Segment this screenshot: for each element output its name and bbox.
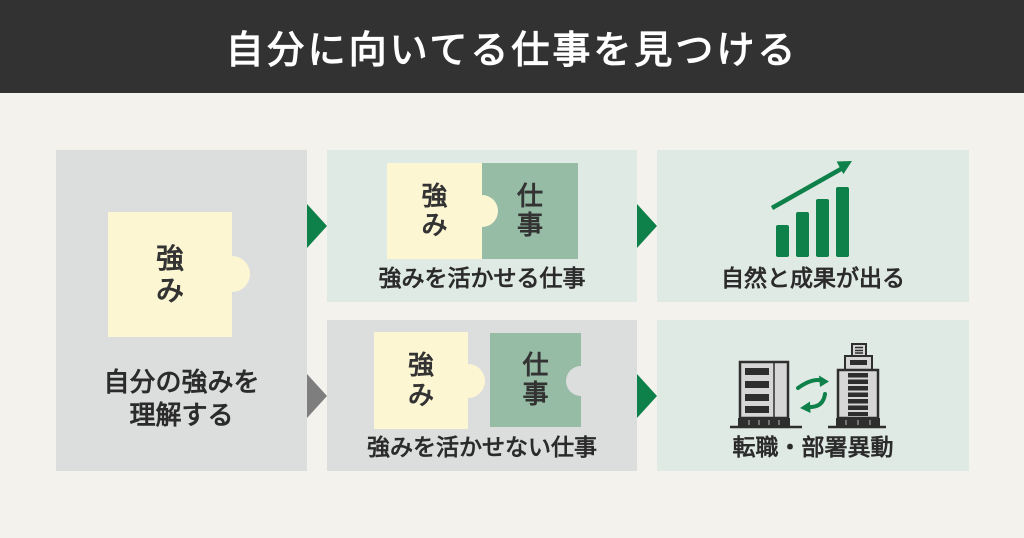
natural-results-box: 自然と成果が出る xyxy=(657,150,969,302)
job-transfer-caption: 転職・部署異動 xyxy=(732,434,894,460)
flow-arrow-green-to-transfer xyxy=(637,374,657,418)
mismatched-job-caption: 強みを活かせない仕事 xyxy=(367,434,597,460)
strength-piece-label: 強 み xyxy=(155,243,184,306)
natural-results-caption: 自然と成果が出る xyxy=(721,265,905,291)
matching-job-caption: 強みを活かせる仕事 xyxy=(378,265,586,291)
flow-arrow-green-to-matching-job xyxy=(307,204,327,248)
page-title: 自分に向いてる仕事を見つける xyxy=(225,30,799,72)
strength-piece-label: 強 み xyxy=(407,350,434,410)
header-bar: 自分に向いてる仕事を見つける xyxy=(0,0,1024,93)
strength-piece-label: 強 み xyxy=(421,180,448,240)
mismatched-job-box: 強 み 仕 事 強みを活かせない仕事 xyxy=(327,320,637,471)
work-piece-label: 仕 事 xyxy=(522,349,549,409)
strength-puzzle-piece: 強 み xyxy=(374,332,468,429)
strength-puzzle-piece: 強 み xyxy=(387,163,482,259)
buildings-transfer-icon xyxy=(730,343,886,429)
growth-bar-chart-icon xyxy=(770,161,852,257)
flow-arrow-green-to-results xyxy=(637,204,657,248)
work-piece-label: 仕 事 xyxy=(516,180,543,240)
work-puzzle-piece: 仕 事 xyxy=(490,333,581,427)
strength-puzzle-piece: 強 み xyxy=(108,212,232,337)
step-understand-strengths-box: 強 み 自分の強みを 理解する xyxy=(56,150,307,471)
puzzle-notch xyxy=(566,366,596,396)
work-puzzle-piece: 仕 事 xyxy=(482,163,578,259)
matching-job-box: 仕 事 強 み 強みを活かせる仕事 xyxy=(327,150,637,302)
flow-arrow-gray-to-mismatched-job xyxy=(307,374,327,418)
job-transfer-box: 転職・部署異動 xyxy=(657,320,969,471)
step1-caption: 自分の強みを 理解する xyxy=(103,367,260,430)
